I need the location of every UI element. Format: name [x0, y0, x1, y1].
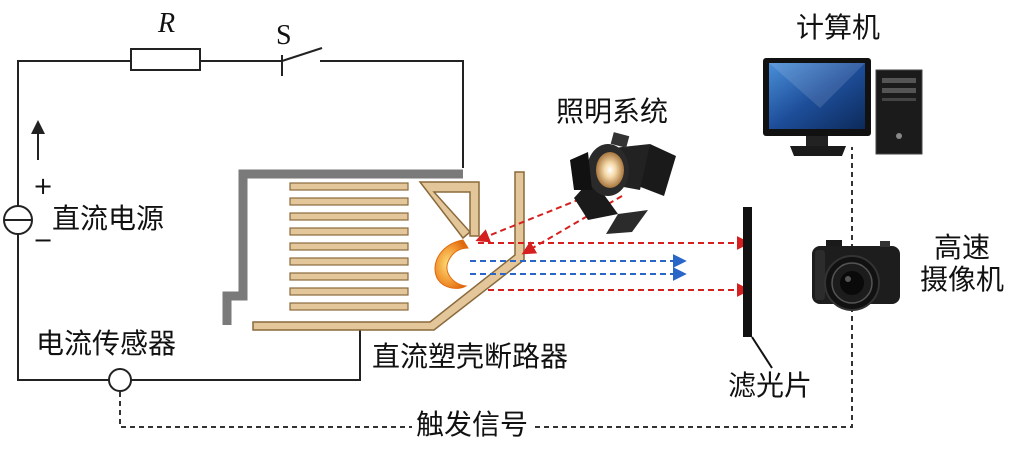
current-sensor-label: 电流传感器 [36, 327, 177, 360]
trigger-label: 触发信号 [412, 411, 533, 439]
wire-top-left [17, 60, 131, 206]
desktop-computer-icon [763, 58, 923, 156]
resistor-label: R [158, 8, 176, 39]
moving-contact [418, 181, 480, 240]
resistor [130, 48, 201, 71]
computer-label: 计算机 [796, 11, 881, 44]
current-arrow [31, 120, 45, 160]
switch-label: S [276, 20, 292, 51]
filter-plate [743, 207, 752, 337]
current-sensor-symbol [108, 368, 132, 392]
camera-label: 高速 摄像机 [920, 231, 1005, 297]
minus-sign: − [33, 226, 54, 254]
fixed-contact-plate [252, 171, 525, 331]
switch [272, 47, 323, 76]
breaker-housing [222, 169, 463, 325]
spotlight-icon [570, 132, 676, 234]
arc-chute-plates [289, 182, 409, 311]
filter-leader [751, 336, 773, 369]
lighting-label: 照明系统 [556, 95, 669, 128]
circuit-wires [17, 60, 464, 381]
filter-label: 滤光片 [728, 369, 813, 402]
dc-source-label: 直流电源 [52, 202, 165, 235]
camera-icon [812, 240, 900, 311]
wire-switch-breaker [320, 60, 464, 168]
plus-sign: + [33, 172, 54, 200]
electric-arc [434, 239, 469, 289]
wire-bottom [17, 233, 361, 381]
breaker-label: 直流塑壳断路器 [372, 340, 569, 373]
dc-source-symbol [3, 205, 33, 235]
